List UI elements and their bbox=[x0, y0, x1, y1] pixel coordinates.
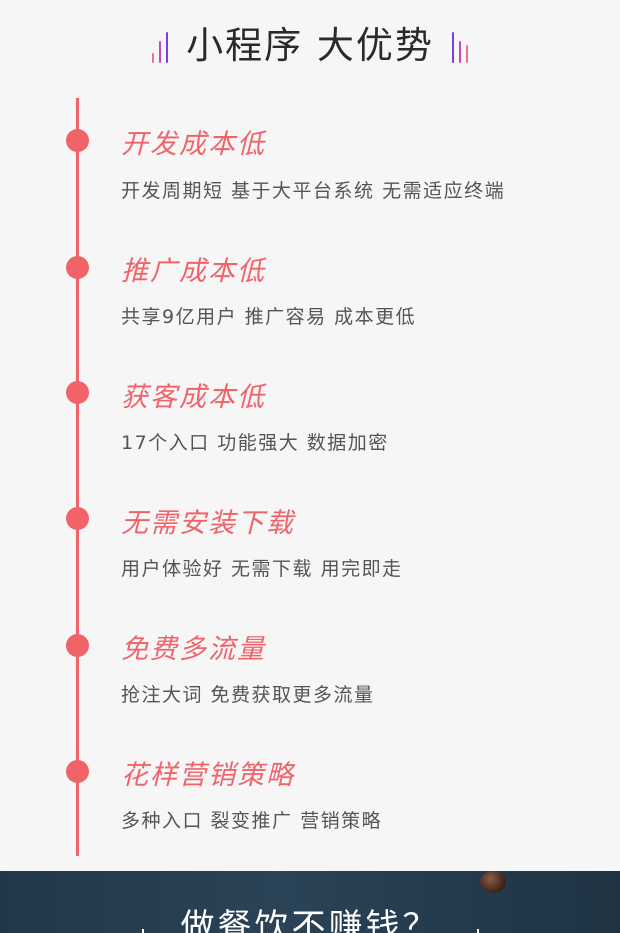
timeline-item: 免费多流量 抢注大词 免费获取更多流量 bbox=[0, 614, 620, 724]
footer-right-mark bbox=[477, 929, 479, 933]
coffee-bean-image bbox=[480, 871, 506, 893]
timeline-line bbox=[76, 98, 79, 856]
page-title: 小程序 大优势 bbox=[186, 24, 434, 67]
footer-left-mark bbox=[142, 929, 144, 933]
footer-title: 做餐饮不赚钱？ bbox=[180, 907, 440, 933]
footer-banner: 做餐饮不赚钱？ bbox=[0, 871, 620, 933]
item-title: 免费多流量 bbox=[121, 634, 266, 665]
item-description: 用户体验好 无需下载 用完即走 bbox=[121, 558, 403, 580]
timeline-item: 推广成本低 共享9亿用户 推广容易 成本更低 bbox=[0, 236, 620, 346]
item-description: 抢注大词 免费获取更多流量 bbox=[121, 684, 375, 706]
item-title: 推广成本低 bbox=[121, 256, 266, 287]
right-bars-decoration bbox=[451, 29, 468, 63]
timeline-dot bbox=[66, 129, 89, 152]
section-header: 小程序 大优势 bbox=[0, 18, 620, 74]
timeline-dot bbox=[66, 634, 89, 657]
timeline-dot bbox=[66, 760, 89, 783]
item-title: 花样营销策略 bbox=[121, 760, 295, 791]
timeline-dot bbox=[66, 507, 89, 530]
timeline-dot bbox=[66, 381, 89, 404]
timeline-item: 无需安装下载 用户体验好 无需下载 用完即走 bbox=[0, 488, 620, 598]
item-description: 17个入口 功能强大 数据加密 bbox=[121, 432, 389, 454]
item-title: 无需安装下载 bbox=[121, 508, 295, 539]
timeline-item: 花样营销策略 多种入口 裂变推广 营销策略 bbox=[0, 740, 620, 850]
left-bars-decoration bbox=[152, 29, 169, 63]
timeline-item: 开发成本低 开发周期短 基于大平台系统 无需适应终端 bbox=[0, 110, 620, 220]
item-title: 获客成本低 bbox=[121, 382, 266, 413]
item-title: 开发成本低 bbox=[121, 129, 266, 160]
timeline-dot bbox=[66, 256, 89, 279]
item-description: 多种入口 裂变推广 营销策略 bbox=[121, 810, 383, 832]
item-description: 共享9亿用户 推广容易 成本更低 bbox=[121, 306, 417, 328]
item-description: 开发周期短 基于大平台系统 无需适应终端 bbox=[121, 180, 506, 202]
timeline-item: 获客成本低 17个入口 功能强大 数据加密 bbox=[0, 362, 620, 472]
